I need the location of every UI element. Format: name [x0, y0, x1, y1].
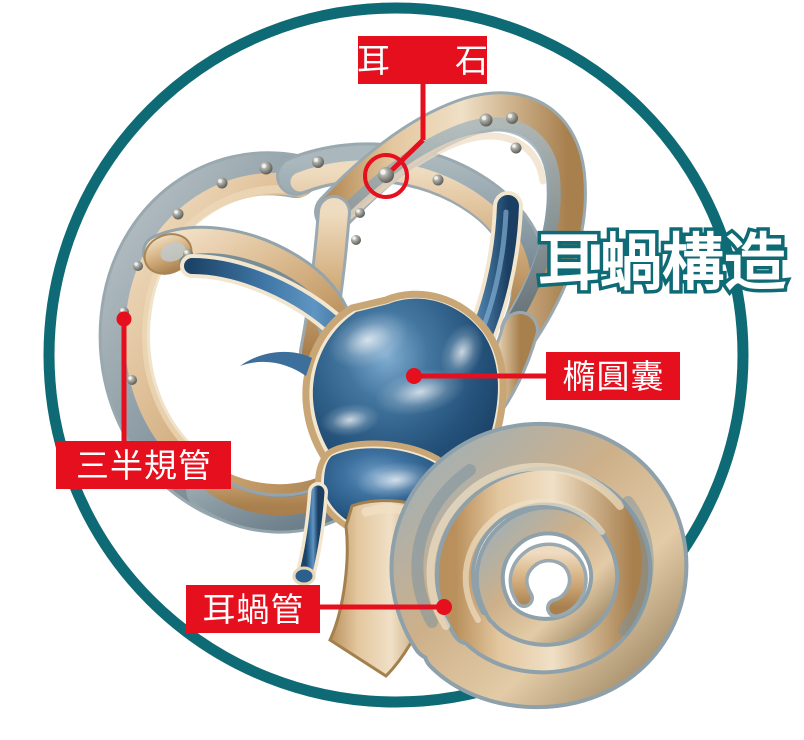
- callout-label-otolith[interactable]: 耳 石: [357, 36, 488, 84]
- otolith-marker-circle: [363, 153, 409, 199]
- cochlea: [328, 421, 689, 710]
- canals-marker-dot: [116, 311, 132, 327]
- teal-circle-frame: [43, 2, 749, 708]
- callout-leaders: [116, 84, 546, 615]
- cochlea-marker-dot: [436, 599, 452, 615]
- utricle-marker-dot: [406, 368, 422, 384]
- callout-label-utricle[interactable]: 橢圓囊: [546, 352, 680, 400]
- callout-label-semicircular-canals[interactable]: 三半規管: [56, 441, 231, 489]
- page-title: 耳蝸構造: [534, 226, 789, 299]
- callout-label-cochlear-duct[interactable]: 耳蝸管: [186, 585, 320, 633]
- endolymphatic-duct-tail: [292, 482, 328, 586]
